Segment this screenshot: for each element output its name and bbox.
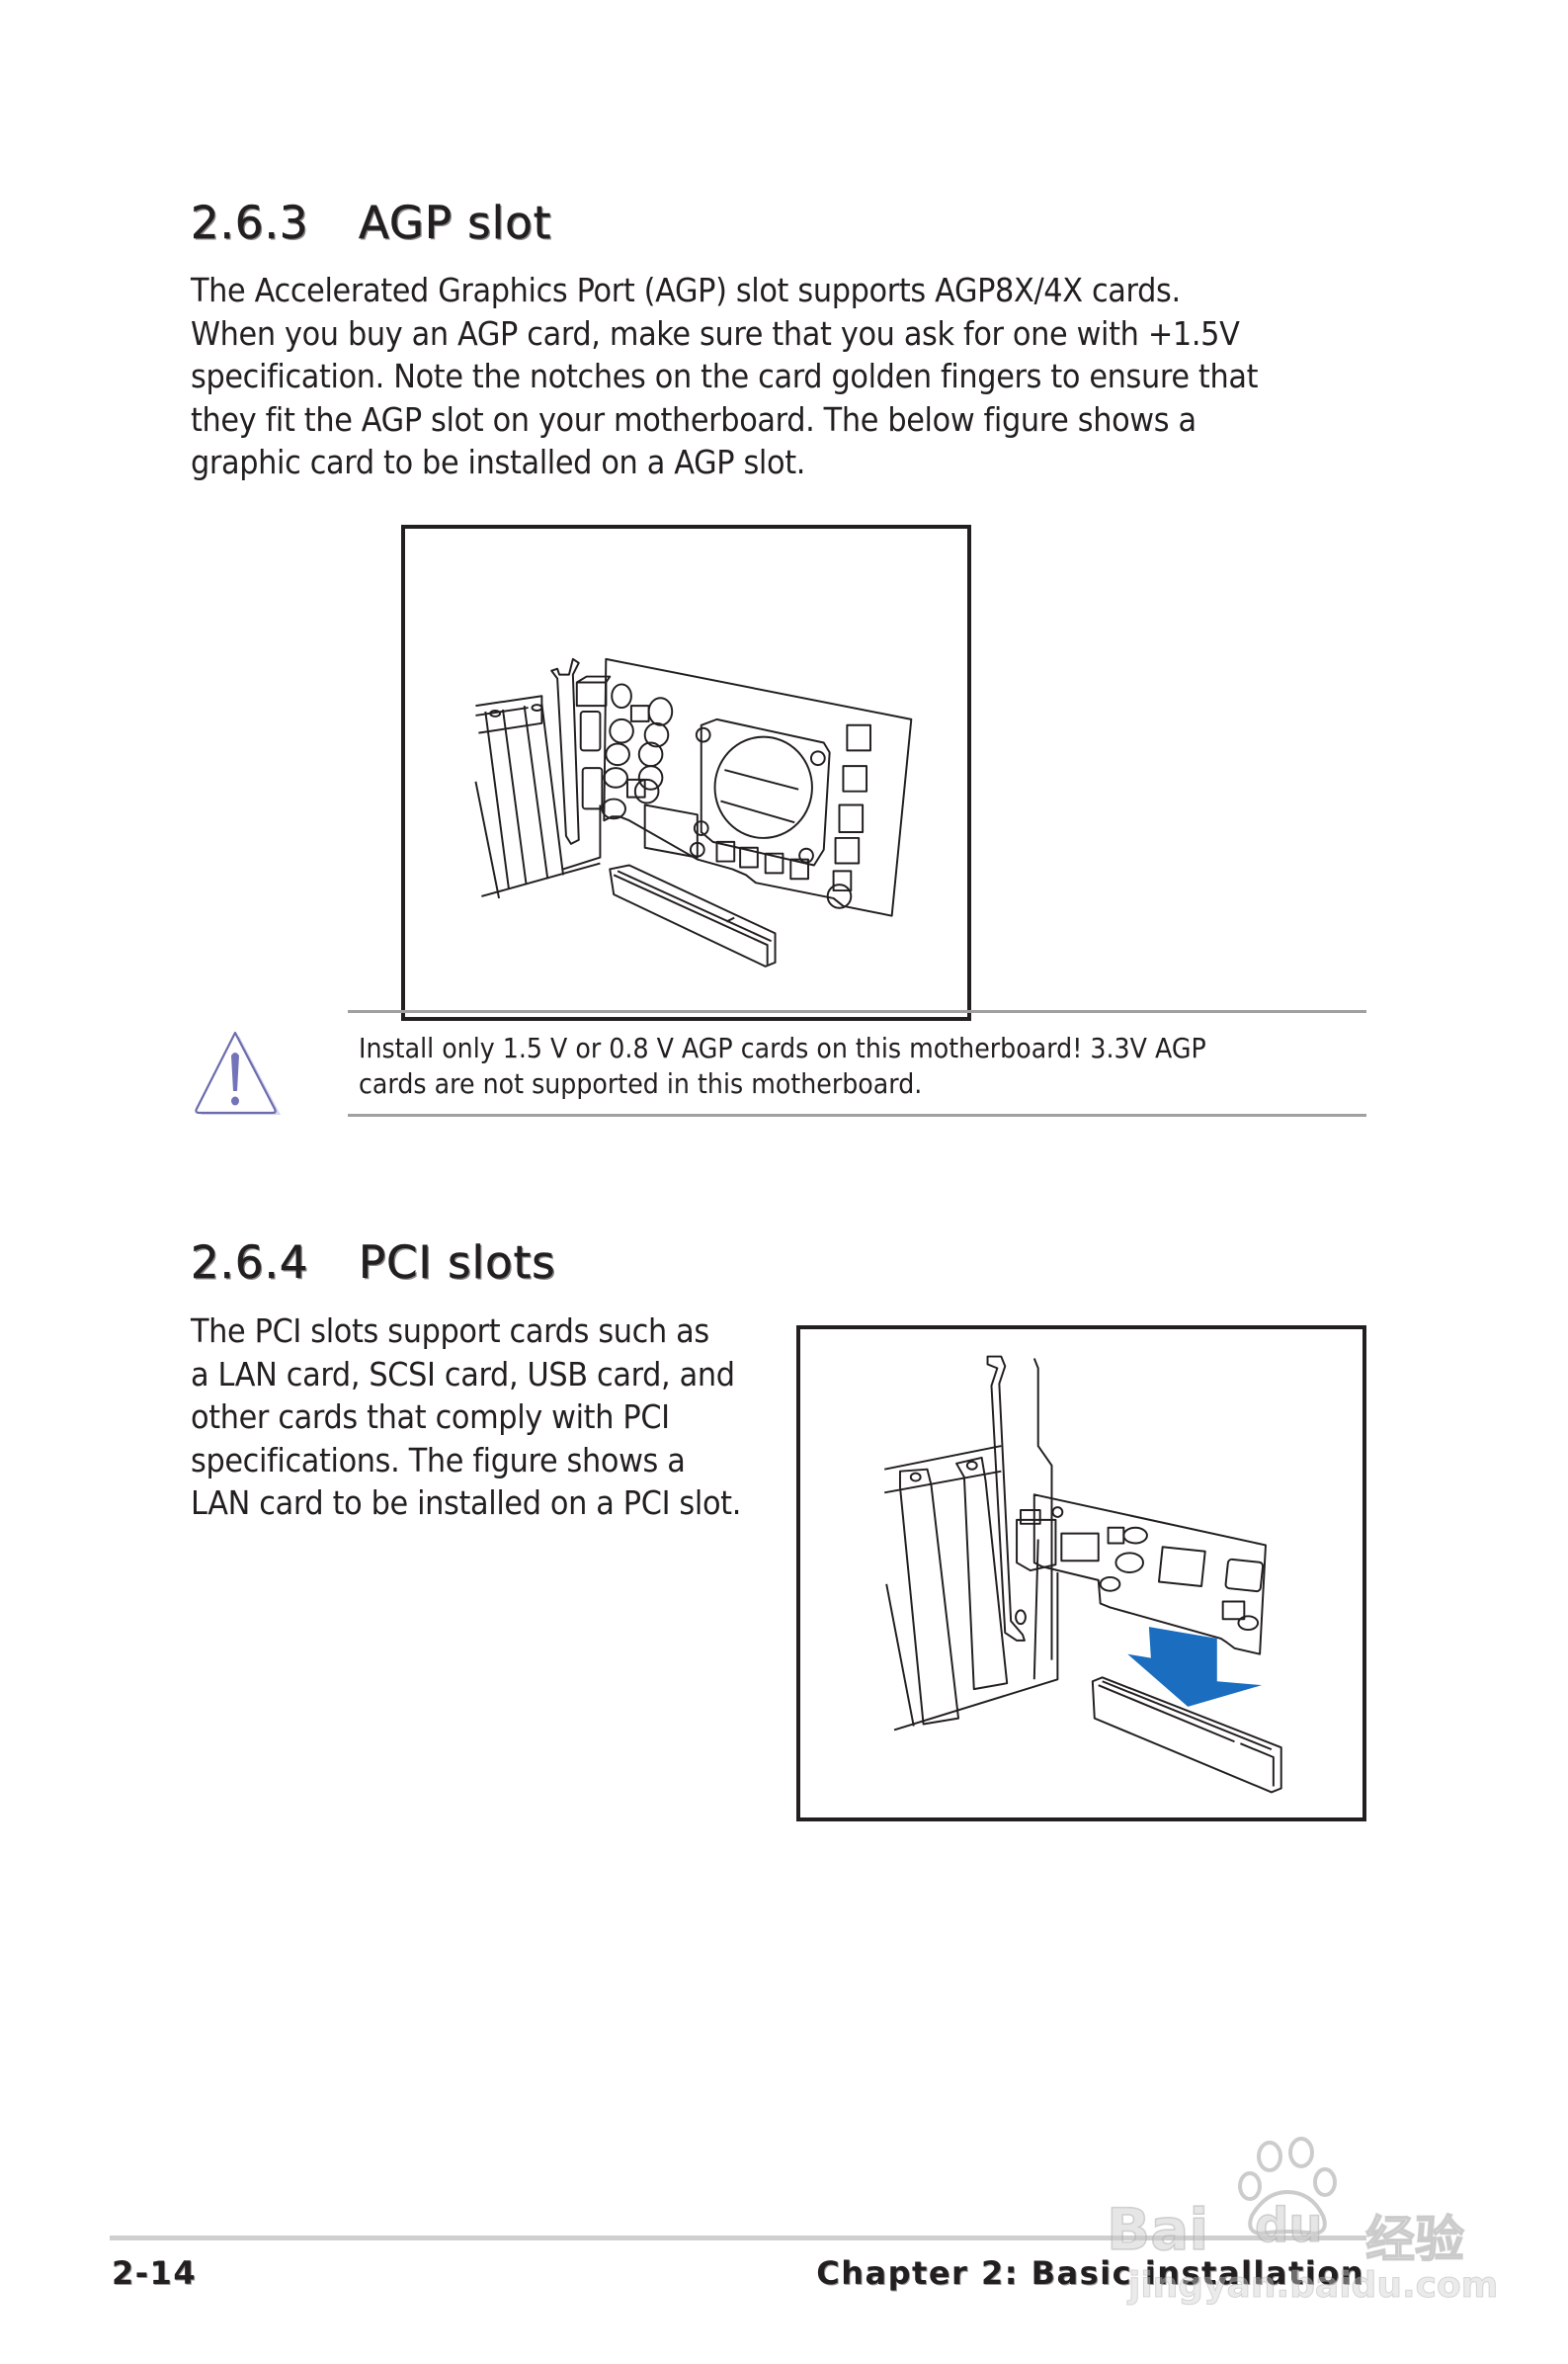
pci-paragraph: The PCI slots support cards such as a LA… — [191, 1309, 741, 1525]
baidu-watermark: Bai du 经验 jingyan.baidu.com — [1106, 2135, 1499, 2322]
paragraph-line: LAN card to be installed on a PCI slot. — [191, 1483, 741, 1522]
paragraph-line: other cards that comply with PCI — [191, 1397, 670, 1436]
watermark-cn: 经验 — [1364, 2210, 1465, 2269]
section-title: PCI slots — [359, 1236, 556, 1289]
note-top-rule — [348, 1010, 1366, 1013]
section-number: 2.6.3 — [191, 197, 309, 249]
pci-card-illustration — [884, 1355, 1282, 1794]
section-heading-agp: 2.6.3 AGP slot — [191, 201, 784, 250]
note-line: cards are not supported in this motherbo… — [359, 1068, 923, 1100]
paragraph-line: When you buy an AGP card, make sure that… — [191, 313, 1240, 353]
watermark-brand: Bai — [1106, 2195, 1209, 2264]
agp-paragraph: The Accelerated Graphics Port (AGP) slot… — [191, 269, 1258, 484]
watermark-url: jingyan.baidu.com — [1127, 2265, 1499, 2307]
note-line: Install only 1.5 V or 0.8 V AGP cards on… — [359, 1033, 1206, 1064]
paragraph-line: The Accelerated Graphics Port (AGP) slot… — [191, 271, 1181, 309]
paragraph-line: graphic card to be installed on a AGP sl… — [191, 443, 806, 481]
section-title: AGP slot — [359, 197, 552, 249]
note-bottom-rule — [348, 1114, 1366, 1117]
pci-figure — [796, 1325, 1366, 1821]
page-number: 2-14 — [112, 2254, 198, 2292]
footer-rule — [110, 2236, 1366, 2240]
section-heading-pci: 2.6.4 PCI slots — [191, 1240, 784, 1290]
agp-figure — [401, 525, 971, 1021]
chapter-title: Chapter 2: Basic installation — [816, 2254, 1364, 2292]
paragraph-line: they fit the AGP slot on your motherboar… — [191, 399, 1197, 439]
paragraph-line: The PCI slots support cards such as — [191, 1311, 709, 1350]
section-number: 2.6.4 — [191, 1236, 309, 1289]
watermark-du: du — [1254, 2197, 1323, 2254]
warning-note-text: Install only 1.5 V or 0.8 V AGP cards on… — [359, 1031, 1206, 1102]
paragraph-line: specifications. The figure shows a — [191, 1440, 686, 1479]
agp-card-illustration — [474, 657, 913, 968]
paw-icon — [1238, 2137, 1337, 2237]
warning-icon — [192, 1030, 285, 1121]
paragraph-line: a LAN card, SCSI card, USB card, and — [191, 1354, 735, 1393]
paragraph-line: specification. Note the notches on the c… — [191, 357, 1259, 395]
